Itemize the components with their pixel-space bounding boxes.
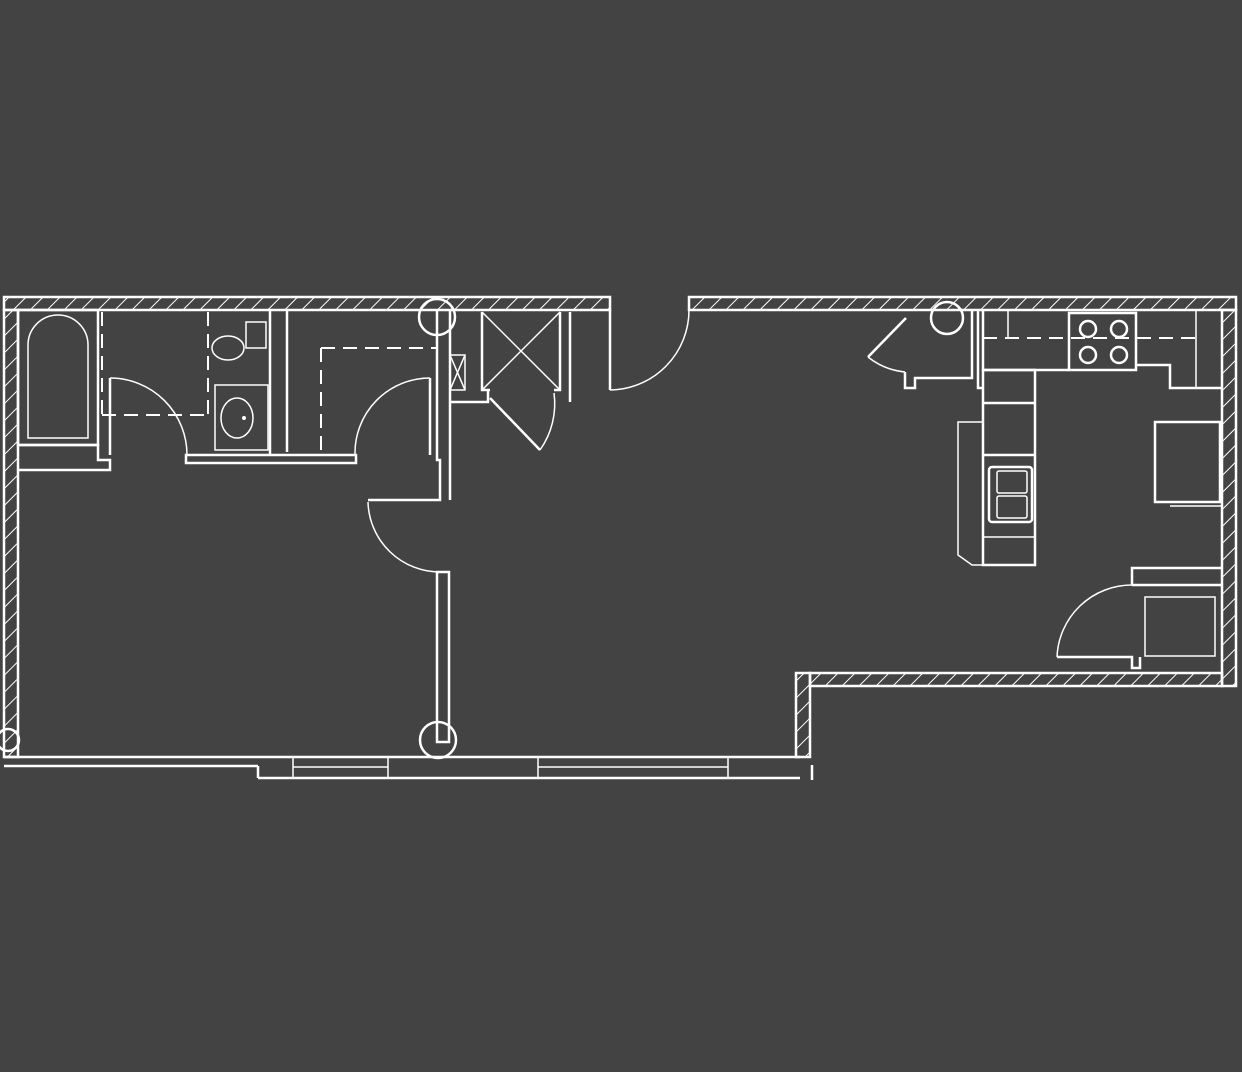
window-wall: [4, 755, 814, 780]
utility-closet: [867, 300, 983, 390]
bathtub-icon: [27, 314, 89, 439]
column-icon: [417, 297, 457, 337]
refrigerator: [1153, 420, 1222, 504]
entry-closet: [449, 311, 572, 451]
water-heater-icon: [929, 300, 965, 336]
stove-icon: [1067, 311, 1138, 372]
bedroom-closet: [320, 297, 457, 502]
toilet-icon: [211, 321, 267, 361]
exterior-walls: [2, 295, 1238, 759]
kitchen: [957, 310, 1222, 567]
sink-icon: [214, 384, 269, 451]
washer-dryer: [1144, 596, 1216, 657]
kitchen-sink-icon: [987, 465, 1034, 524]
bedroom-door: [0, 501, 458, 760]
column-icon: [418, 720, 458, 760]
laundry: [1056, 566, 1222, 670]
bathroom: [16, 308, 358, 472]
entry-door: [608, 309, 690, 391]
